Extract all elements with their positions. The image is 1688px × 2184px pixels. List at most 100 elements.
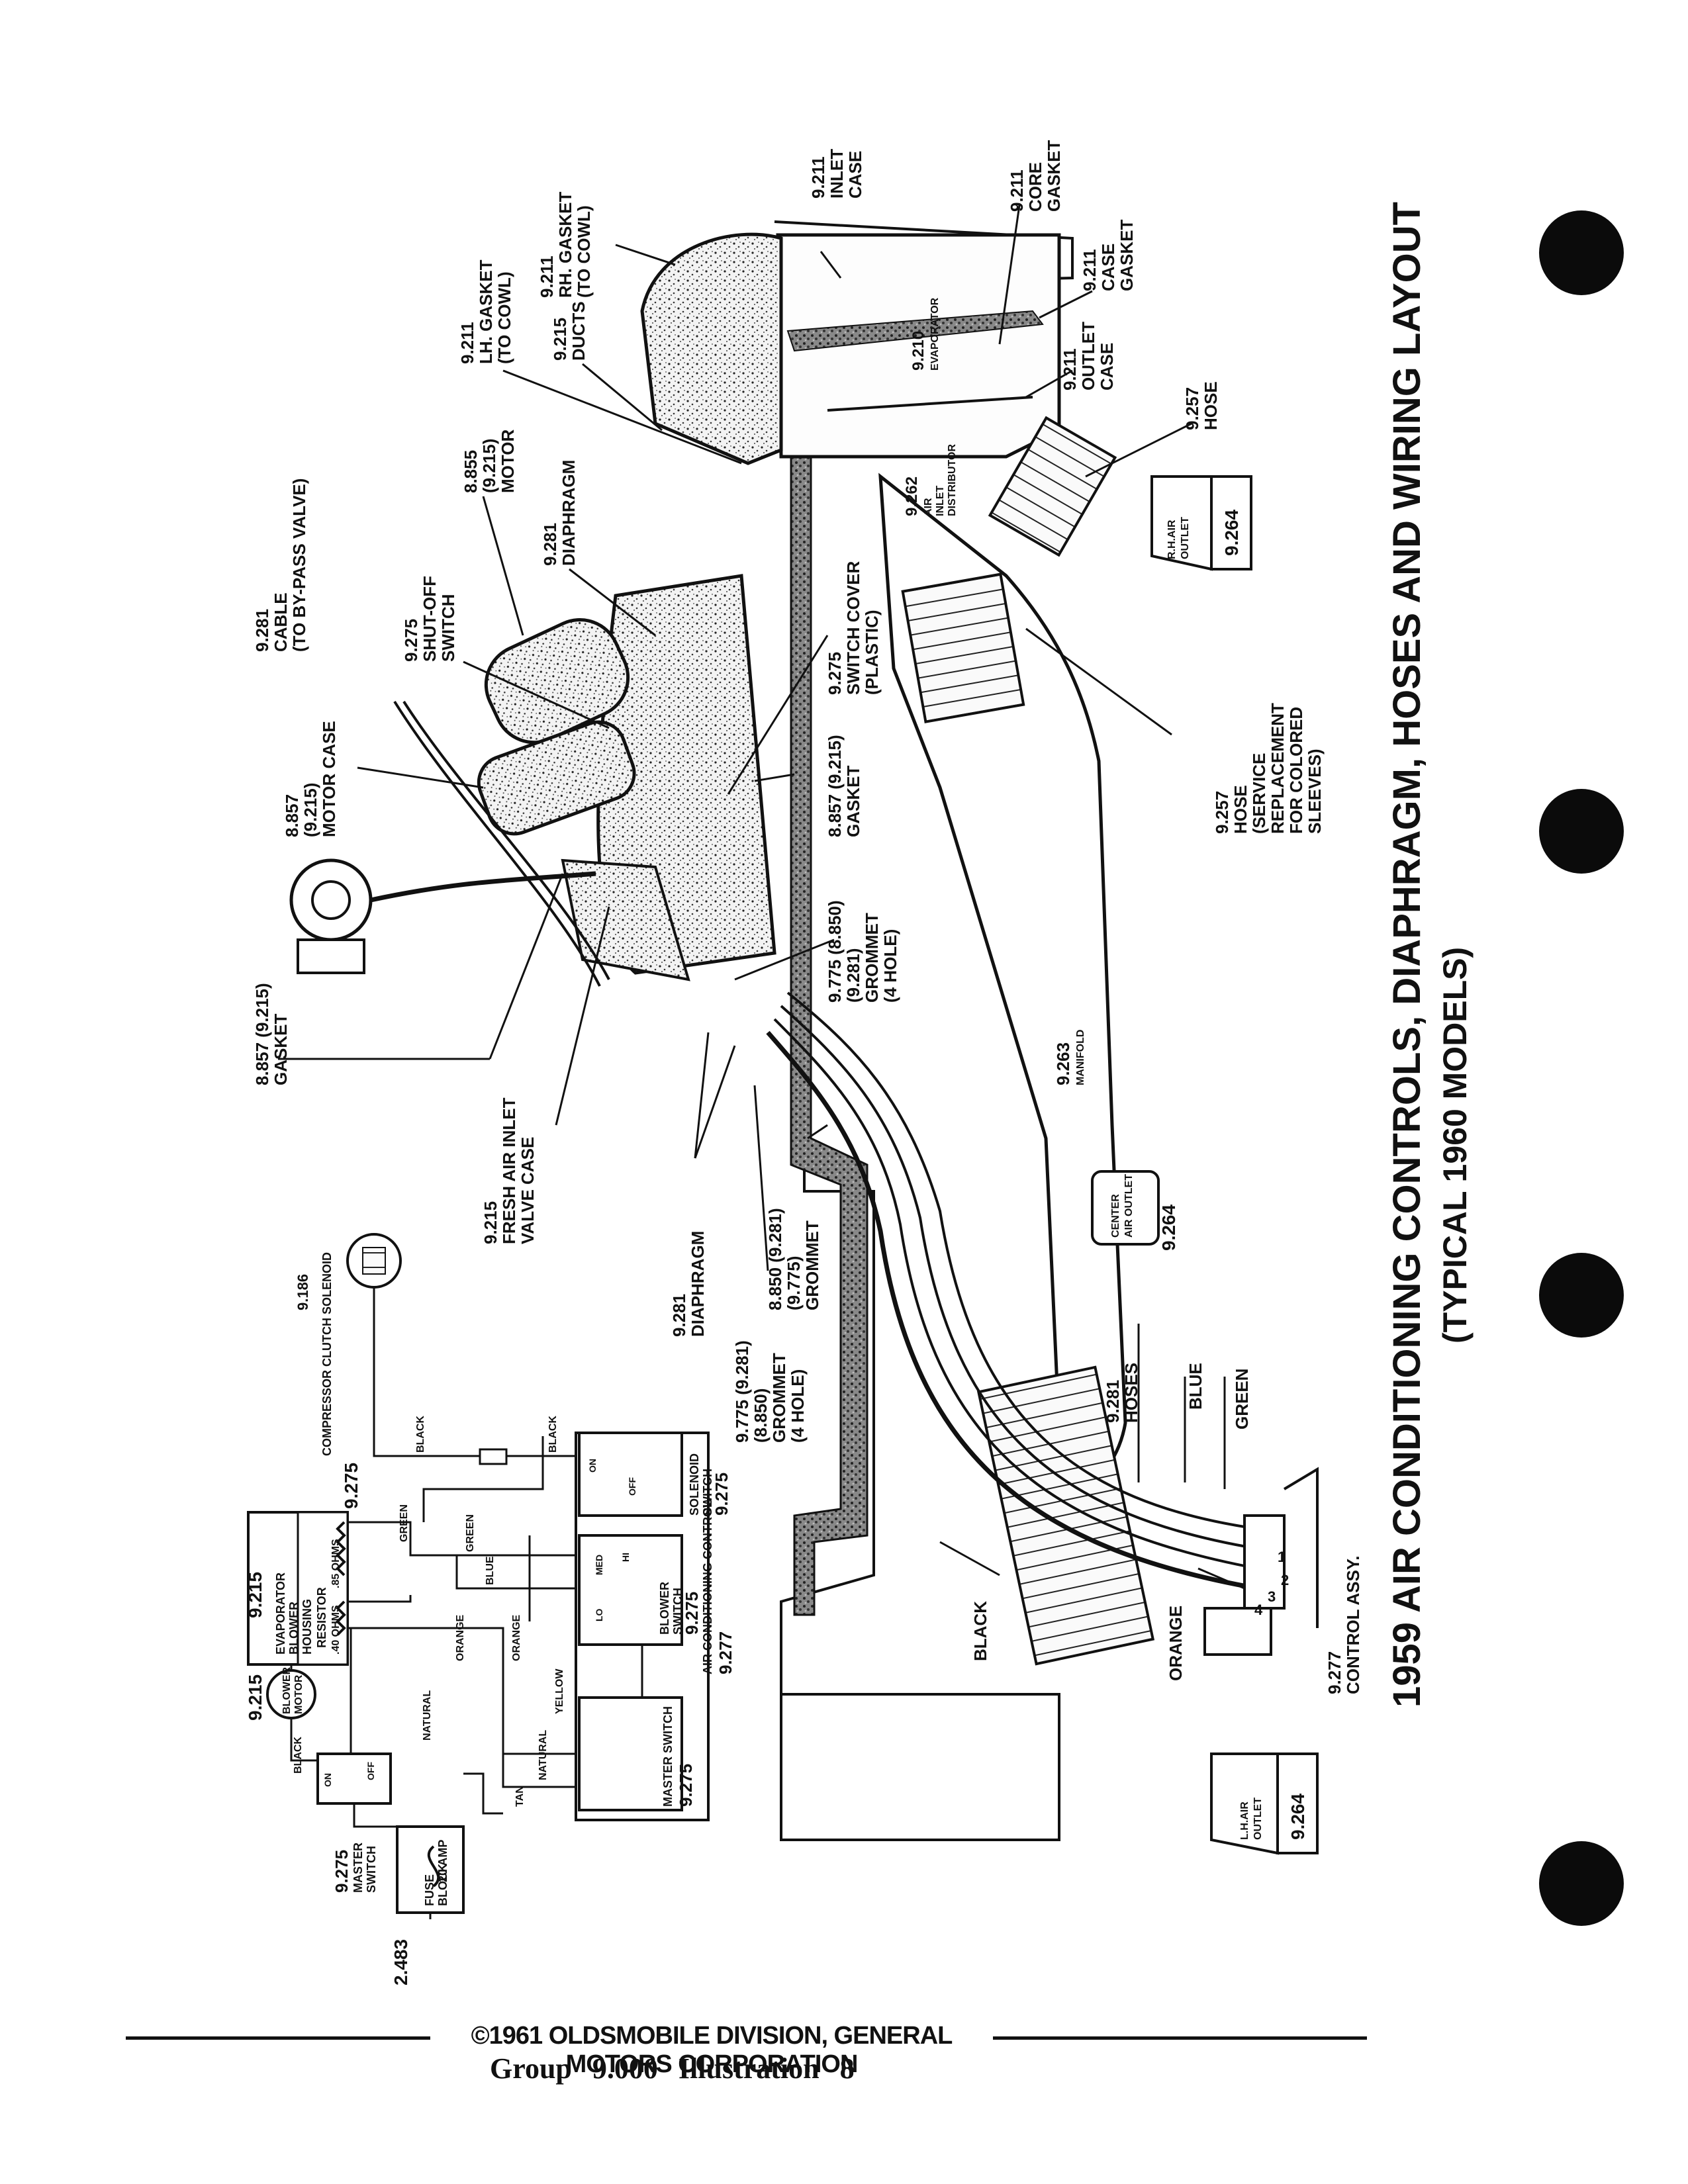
- mechanical-drawing: 4 3 2 1: [252, 140, 1363, 1855]
- solenoid-switch-label: SOLENOIDSWITCH9.275: [688, 1453, 731, 1516]
- callout-gasket-mid: 8.857 (9.215)GASKET: [825, 735, 863, 837]
- rh-duct: [640, 232, 783, 465]
- bypass-cable: [402, 700, 610, 980]
- callout-case-gasket: 9.211CASEGASKET: [1080, 220, 1137, 291]
- footer-group-illustration: Group 9.000 Illustration 8: [490, 2052, 855, 2085]
- callout-fresh-air: 9.215FRESH AIR INLETVALVE CASE: [481, 1097, 538, 1244]
- wire-label-black-2: BLACK: [547, 1416, 559, 1453]
- callout-diaphragm-low: 9.281DIAPHRAGM: [669, 1231, 708, 1337]
- blower-switch-hi: HI: [620, 1553, 631, 1562]
- callout-motor: 8.855(9.215)MOTOR: [461, 429, 518, 493]
- rh-flex-hose: [901, 572, 1025, 723]
- callout-hose-257: 9.257HOSE: [1182, 381, 1221, 430]
- hose-label-green: GREEN: [1232, 1369, 1252, 1430]
- blower-motor: [484, 618, 630, 745]
- lh-flex-hose: [976, 1365, 1155, 1666]
- master-small-off: OFF: [365, 1762, 376, 1780]
- binder-hole: [1539, 1253, 1624, 1338]
- outlet-numbers: 9.264 9.264 9.264: [1158, 510, 1308, 1840]
- callout-inlet-case: 9.211INLETCASE: [808, 149, 865, 199]
- callout-hoses-281: 9.281HOSES: [1103, 1363, 1141, 1423]
- ohms-85-label: .85 OHMS: [330, 1539, 342, 1588]
- master-switch-box: [578, 1696, 683, 1811]
- part-callouts: 9.211INLETCASE 9.211COREGASKET 9.211CASE…: [252, 140, 1363, 1694]
- center-outlet-number: 9.264: [1158, 1205, 1179, 1251]
- rh-air-outlet: [1150, 475, 1252, 571]
- switch-275-number: 9.275: [341, 1463, 361, 1509]
- callout-lh-gasket: 9.211LH. GASKET(TO COWL): [457, 259, 514, 364]
- diagram-title: 1959 AIR CONDITIONING CONTROLS, DIAPHRAG…: [1385, 202, 1429, 1707]
- callout-control-assy: 9.277CONTROL ASSY.: [1325, 1556, 1363, 1694]
- blower-switch-lo: LO: [594, 1608, 604, 1621]
- wire-label-green-2: GREEN: [465, 1514, 476, 1552]
- wire-label-orange-2: ORANGE: [511, 1614, 522, 1661]
- top-flex-hose: [988, 416, 1117, 557]
- callout-diaphragm-top: 9.281DIAPHRAGM: [540, 460, 579, 566]
- callout-rh-gasket: 9.211RH. GASKET(TO COWL): [537, 192, 594, 298]
- blower-housing-number: 9.215: [245, 1572, 265, 1618]
- footer-rule-right: [993, 2036, 1367, 2040]
- lh-air-outlet: [1210, 1752, 1319, 1855]
- wiring-schematic: 9.186 COMPRESSOR CLUTCH SOLENOID 9.215 E…: [245, 1233, 735, 1985]
- callout-switch-cover: 9.275SWITCH COVER(PLASTIC): [825, 561, 882, 695]
- callout-outlet-case: 9.211OUTLETCASE: [1060, 322, 1117, 390]
- callout-hose-service: 9.257HOSE(SERVICEREPLACEMENTFOR COLOREDS…: [1212, 703, 1325, 834]
- wire-label-black-3: BLACK: [293, 1737, 304, 1774]
- diagram-subtitle: (TYPICAL 1960 MODELS): [1436, 947, 1474, 1343]
- callout-grommet-mid: 9.775 (8.850)(9.281)GROMMET(4 HOLE): [825, 900, 900, 1003]
- hose-label-black: BLACK: [970, 1601, 990, 1661]
- callout-gasket-left: 8.857 (9.215)GASKET: [252, 983, 291, 1085]
- control-port-2: 2: [1281, 1572, 1289, 1588]
- callout-ducts: 9.215DUCTS: [550, 301, 588, 361]
- hose-label-orange: ORANGE: [1166, 1606, 1186, 1681]
- wire-label-green: GREEN: [399, 1504, 410, 1542]
- solenoid-switch-off: OFF: [627, 1477, 637, 1496]
- ohms-40-label: .40 OHMS: [330, 1605, 342, 1655]
- evaporator-core: [786, 310, 1044, 352]
- fuse-number: 2.483: [391, 1939, 411, 1985]
- binder-hole: [1539, 789, 1624, 874]
- resistor-label: RESISTOR: [315, 1587, 328, 1648]
- lh-outlet-number: 9.264: [1288, 1794, 1308, 1840]
- solenoid-switch-on: ON: [587, 1459, 598, 1473]
- callout-grommet-low: 8.850 (9.281)(9.775)GROMMET: [765, 1208, 822, 1310]
- blower-switch-box: [578, 1534, 683, 1646]
- wire-label-orange: ORANGE: [455, 1614, 466, 1661]
- wire-label-natural: NATURAL: [422, 1690, 433, 1741]
- solenoid-label: COMPRESSOR CLUTCH SOLENOID: [320, 1252, 334, 1456]
- master-switch-small-box: [316, 1752, 392, 1805]
- insulation-strip: [790, 455, 868, 1616]
- binder-hole: [1539, 210, 1624, 295]
- callout-cable: 9.281CABLE(TO BY-PASS VALVE): [252, 478, 309, 652]
- solenoid-switch-box: [578, 1432, 683, 1517]
- master-small-on: ON: [322, 1773, 333, 1787]
- rh-outlet-number: 9.264: [1221, 510, 1242, 556]
- fuse-block-box: [396, 1825, 465, 1914]
- control-port-1: 1: [1278, 1549, 1286, 1565]
- control-port-3: 3: [1268, 1588, 1276, 1605]
- leader-lines: [278, 205, 1245, 1590]
- control-assembly: [1203, 1467, 1319, 1656]
- solenoid-number: 9.186: [295, 1274, 311, 1310]
- ac-control-label: AIR CONDITIONING CONTROL9.277: [701, 1500, 735, 1674]
- vacuum-valve: [289, 858, 373, 974]
- control-port-numbers: 4 3 2 1: [1254, 1549, 1289, 1618]
- wire-connector: [479, 1448, 508, 1465]
- control-port-4: 4: [1254, 1602, 1263, 1618]
- title-block: 1959 AIR CONDITIONING CONTROLS, DIAPHRAG…: [1385, 202, 1474, 1707]
- resistor-box: [297, 1511, 349, 1666]
- blower-switch-label: BLOWERSWITCH9.275: [658, 1582, 702, 1635]
- motor-case: [477, 720, 636, 836]
- center-air-outlet: [1091, 1170, 1160, 1246]
- footer-rule-left: [126, 2036, 430, 2040]
- callout-core-gasket: 9.211COREGASKET: [1007, 140, 1064, 212]
- blower-motor-number: 9.215: [245, 1674, 265, 1721]
